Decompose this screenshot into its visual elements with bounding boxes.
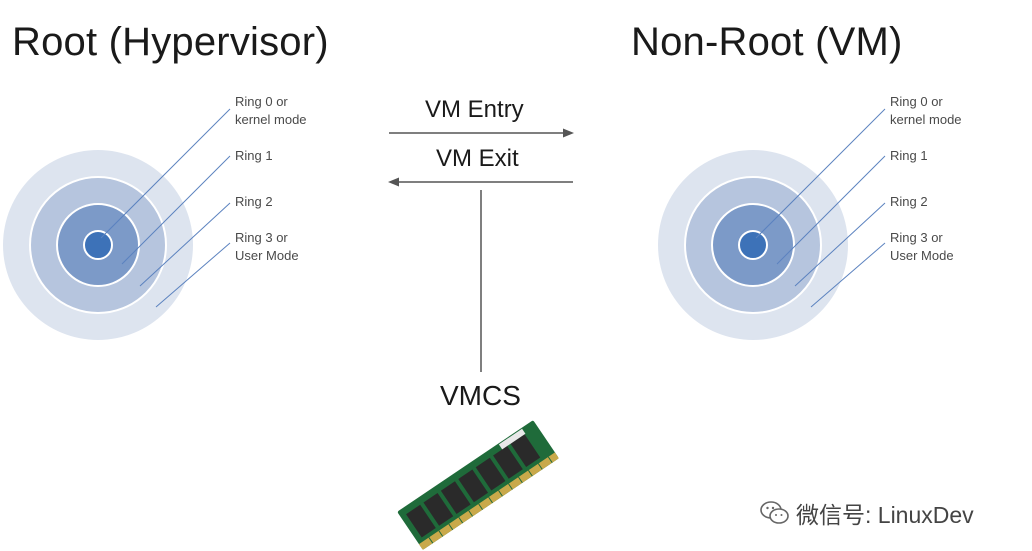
nonroot-ring0-label: Ring 0 or kernel mode [890,93,962,129]
root-ring1-label: Ring 1 [235,147,273,165]
vm-exit-label: VM Exit [436,145,519,173]
root-ring3-label: Ring 3 or User Mode [235,229,299,265]
nonroot-ring2-label: Ring 2 [890,193,928,211]
root-ring0-label: Ring 0 or kernel mode [235,93,307,129]
root-ring-group [3,109,230,340]
root-ring-0 [84,231,112,259]
vm-entry-label: VM Entry [425,96,524,124]
nonroot-ring-group [658,109,885,340]
root-ring2-label: Ring 2 [235,193,273,211]
vm-entry-arrow [389,129,574,138]
vm-exit-arrow [388,178,573,187]
watermark-text: 微信号: LinuxDev [796,496,974,530]
ram-module-icon [397,420,559,550]
nonroot-ring1-label: Ring 1 [890,147,928,165]
vmcs-label: VMCS [440,380,521,412]
wechat-icon [760,500,790,526]
nonroot-ring-0 [739,231,767,259]
nonroot-ring3-label: Ring 3 or User Mode [890,229,954,265]
watermark: 微信号: LinuxDev [760,496,974,530]
